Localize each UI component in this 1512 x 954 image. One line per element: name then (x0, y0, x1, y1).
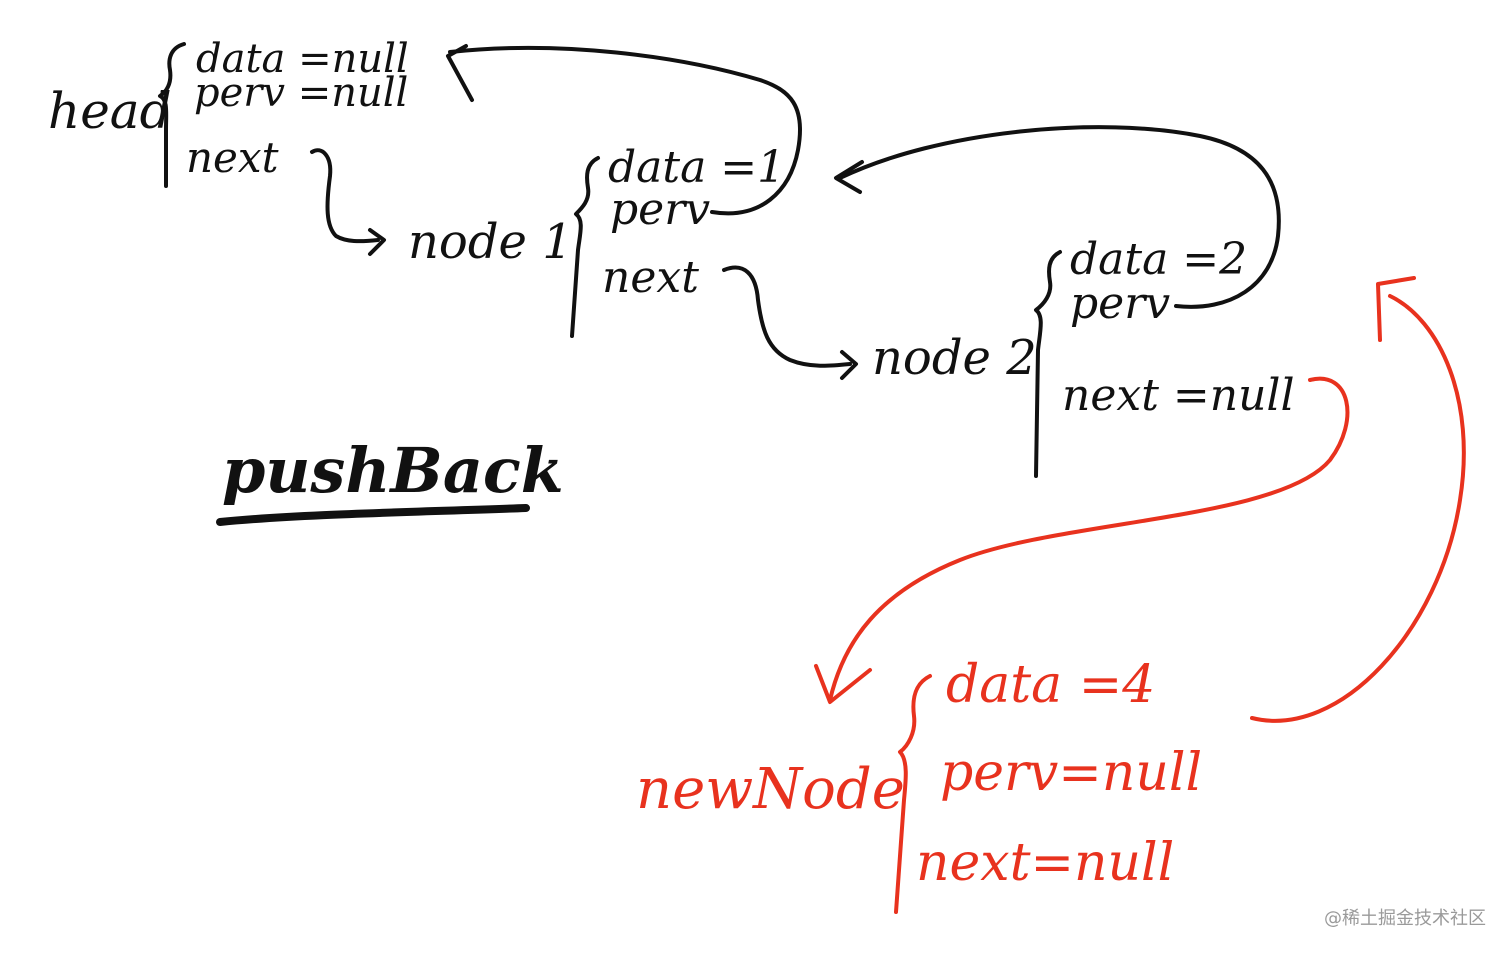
node1-perv-field: perv (610, 184, 710, 235)
newnode-perv-arrowhead (1376, 276, 1416, 342)
newnode-next-field: next=null (916, 833, 1174, 893)
newnode-label: newNode (636, 757, 905, 822)
newnode-data-field: data =4 (946, 655, 1155, 715)
node1-next-arrow (722, 265, 852, 368)
node2-data-field: data =2 (1070, 234, 1247, 285)
node2-perv-arrow (838, 125, 1281, 309)
head-next-arrowhead (368, 228, 386, 256)
head-label: head (48, 82, 172, 140)
head-next-arrow (310, 148, 380, 244)
node2-perv-field: perv (1070, 278, 1170, 329)
node1-data-field: data =1 (608, 142, 785, 193)
node1-next-arrowhead (840, 350, 858, 380)
node2-perv-arrowhead (834, 160, 864, 194)
head-brace (158, 42, 186, 188)
node1-next-field: next (602, 252, 699, 303)
newnode-brace (894, 674, 932, 914)
node1-perv-arrowhead (446, 44, 474, 102)
newnode-perv-arrow (1250, 294, 1466, 723)
node2-next-arrow (828, 376, 1350, 702)
node1-label: node 1 (408, 214, 573, 270)
node2-next-arrowhead (814, 664, 872, 704)
watermark: @稀土掘金技术社区 (1324, 908, 1486, 929)
pushback-title: pushBack (222, 434, 564, 507)
head-data-field: data =null (196, 36, 409, 82)
node2-brace (1034, 250, 1062, 478)
pushback-underline (216, 504, 530, 526)
node2-label: node 2 (872, 330, 1037, 386)
head-next-field: next (186, 133, 279, 182)
node1-brace (570, 156, 600, 338)
node1-perv-arrow (448, 45, 802, 216)
newnode-perv-field: perv=null (940, 743, 1202, 803)
head-perv-field: perv =null (194, 70, 408, 116)
node2-next-field: next =null (1062, 370, 1295, 421)
